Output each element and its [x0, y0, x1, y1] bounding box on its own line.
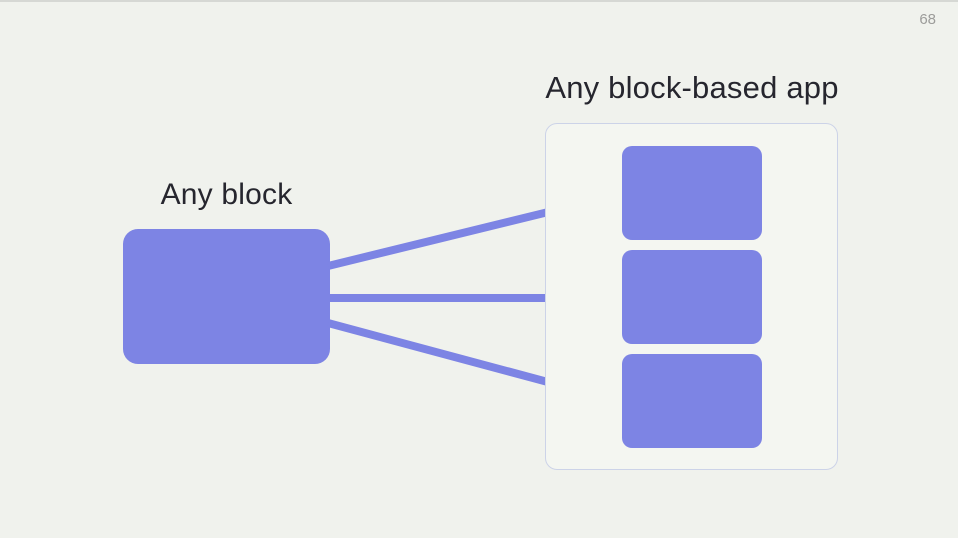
target-app-title: Any block-based app	[545, 70, 839, 105]
target-app-container	[545, 123, 838, 470]
app-block	[621, 249, 762, 344]
app-block	[621, 145, 762, 240]
source-block-label: Any block	[160, 178, 293, 211]
app-block	[621, 353, 762, 448]
page-number: 68	[919, 11, 936, 28]
source-block	[123, 229, 330, 364]
